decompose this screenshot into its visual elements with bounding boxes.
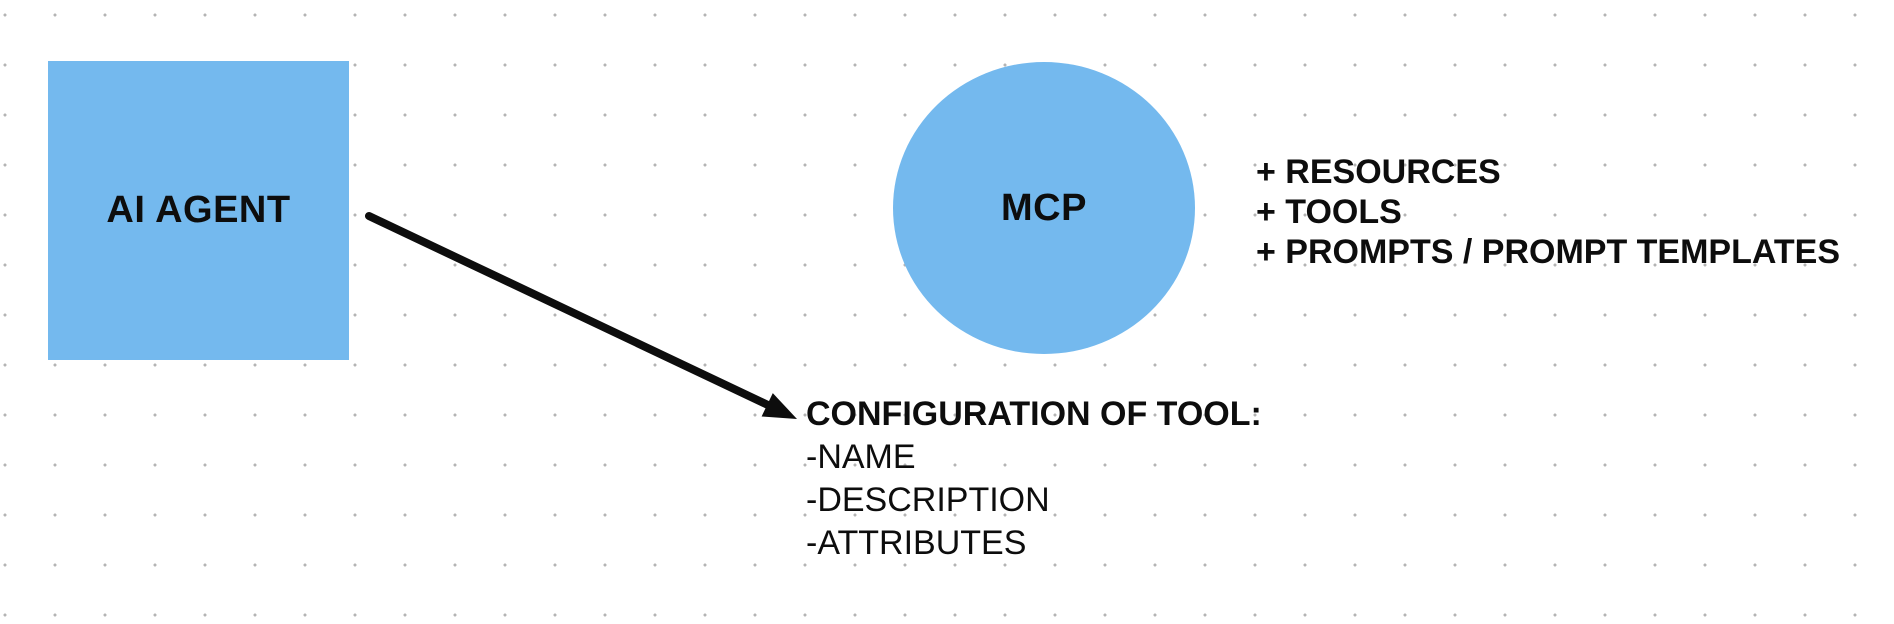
tool-config-item-description: -DESCRIPTION: [806, 481, 1050, 519]
arrow-shaft[interactable]: [365, 212, 774, 410]
ai-agent-label: AI AGENT: [106, 189, 291, 231]
ai-agent-shape[interactable]: AI AGENT: [48, 61, 349, 360]
arrowhead-icon: [761, 393, 797, 419]
tool-config-item-name: -NAME: [806, 438, 916, 476]
mcp-features-text[interactable]: + RESOURCES + TOOLS + PROMPTS / PROMPT T…: [1256, 152, 1840, 272]
tool-config-title: CONFIGURATION OF TOOL:: [806, 395, 1262, 433]
tool-config-text[interactable]: CONFIGURATION OF TOOL: -NAME -DESCRIPTIO…: [806, 393, 1262, 565]
mcp-shape[interactable]: MCP: [893, 62, 1195, 354]
feature-line-prompts: + PROMPTS / PROMPT TEMPLATES: [1256, 233, 1841, 271]
feature-line-tools: + TOOLS: [1256, 193, 1402, 231]
mcp-label: MCP: [1001, 186, 1087, 229]
feature-line-resources: + RESOURCES: [1256, 153, 1501, 191]
tool-config-item-attributes: -ATTRIBUTES: [806, 524, 1027, 562]
